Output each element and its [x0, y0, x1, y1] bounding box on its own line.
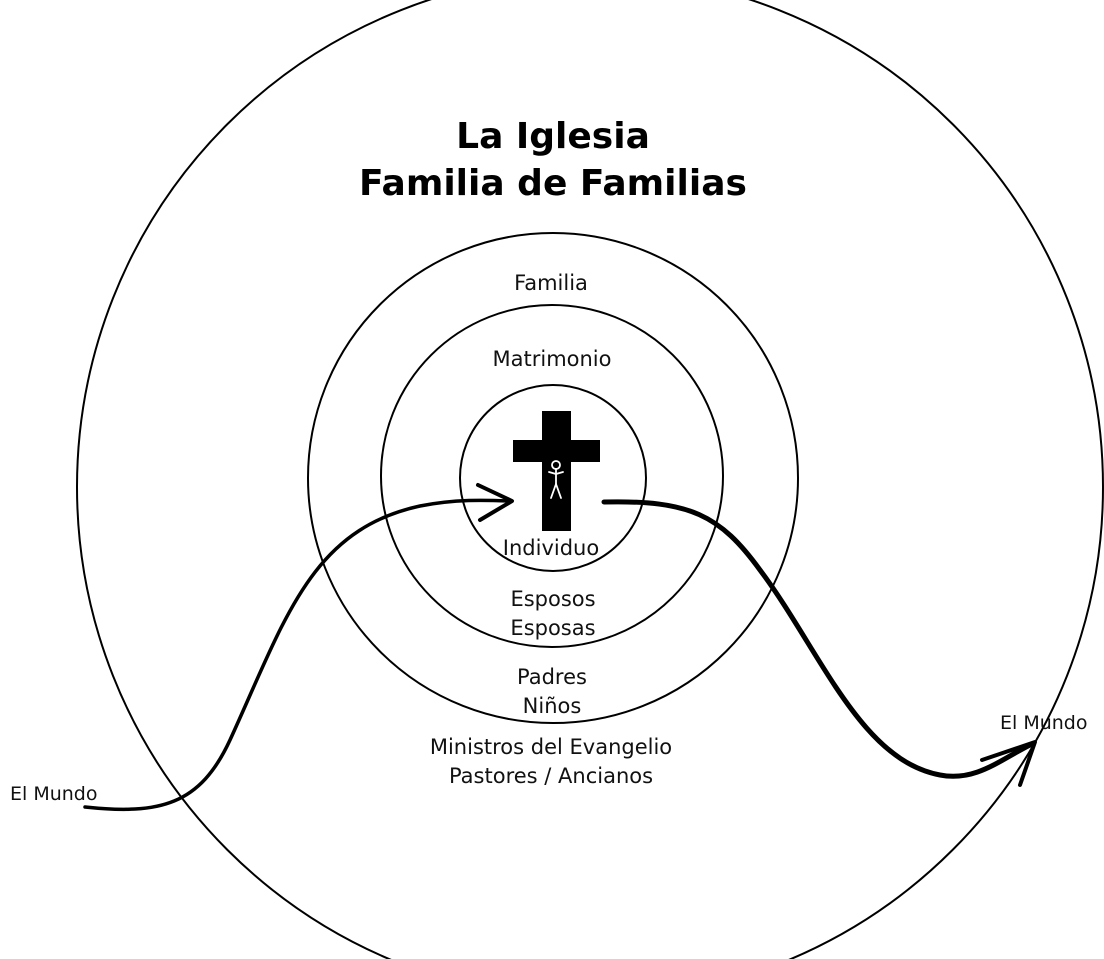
children-label: Niños — [523, 694, 582, 718]
world-label-left: El Mundo — [10, 783, 98, 805]
church-circle — [76, 0, 1104, 959]
incoming-arrowhead — [476, 483, 514, 522]
pastors-label: Pastores / Ancianos — [449, 764, 653, 788]
outgoing-arrowhead — [980, 740, 1037, 787]
family-label: Familia — [514, 271, 588, 295]
marriage-label: Matrimonio — [493, 347, 612, 371]
world-label-right: El Mundo — [1000, 712, 1088, 734]
individual-circle — [459, 384, 647, 572]
outgoing-path — [601, 499, 1033, 779]
incoming-path — [83, 498, 512, 812]
page-title-line1: La Iglesia — [456, 116, 650, 157]
parents-label: Padres — [517, 665, 587, 689]
page-title-line2: Familia de Familias — [359, 163, 747, 204]
marriage-circle — [380, 304, 724, 648]
husbands-label: Esposos — [510, 587, 595, 611]
crucified-figure-icon — [548, 460, 564, 499]
family-circle — [307, 232, 799, 724]
ministers-label: Ministros del Evangelio — [430, 735, 672, 759]
wives-label: Esposas — [510, 616, 595, 640]
individual-label: Individuo — [503, 536, 599, 560]
